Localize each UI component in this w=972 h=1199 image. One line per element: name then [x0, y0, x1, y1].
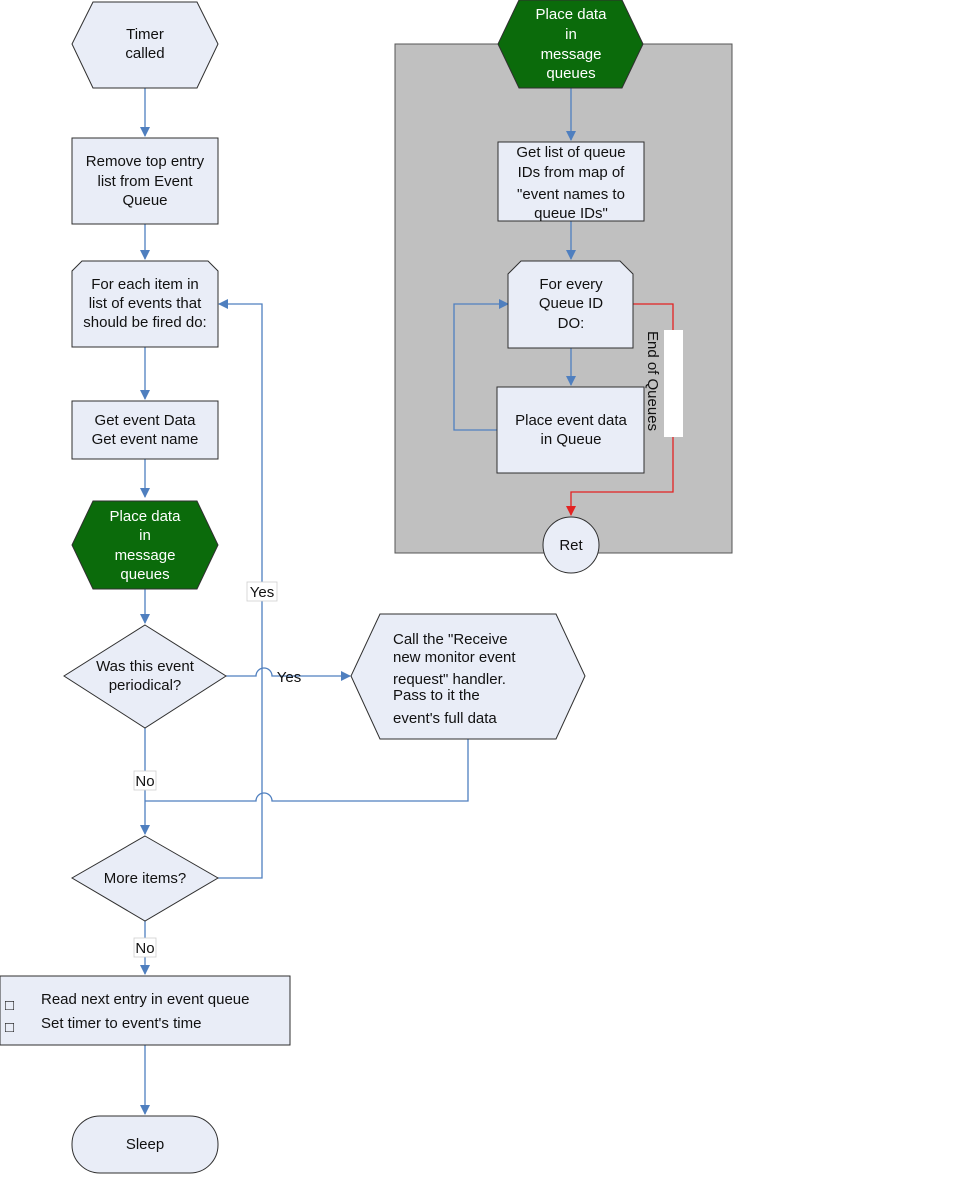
label-more-no: No: [133, 937, 157, 958]
label-periodical-no: No: [133, 770, 157, 791]
edge-end-of-queues: [566, 303, 674, 516]
decision-more-items: More items?: [71, 835, 219, 922]
svg-text:□: □: [5, 1019, 14, 1036]
svg-text:Ret: Ret: [559, 537, 583, 554]
svg-text:No: No: [135, 773, 154, 790]
label-loop-yes: Yes: [246, 581, 278, 602]
svg-text:Yes: Yes: [250, 584, 274, 601]
svg-text:Set timer to event's time: Set timer to event's time: [41, 1015, 201, 1032]
svg-text:Read next entry in event queue: Read next entry in event queue: [41, 991, 249, 1008]
svg-text:No: No: [135, 940, 154, 957]
terminator-ret: Ret: [542, 516, 600, 574]
label-periodical-yes: Yes: [277, 669, 301, 686]
svg-text:□: □: [5, 997, 14, 1014]
svg-text:Yes: Yes: [277, 669, 301, 686]
svg-text:Sleep: Sleep: [126, 1136, 164, 1153]
edge-handler-return: [145, 739, 469, 802]
edge-placeq-loop: [453, 299, 509, 431]
edge-periodical-yes: [226, 667, 351, 681]
terminator-sleep: Sleep: [71, 1115, 219, 1174]
svg-text:End of Queues: End of Queues: [644, 331, 661, 431]
svg-text:More items?: More items?: [104, 870, 187, 887]
label-end-of-queues: End of Queues: [644, 330, 683, 437]
node-read-next: □ □ Read next entry in event queue Set t…: [0, 975, 291, 1046]
